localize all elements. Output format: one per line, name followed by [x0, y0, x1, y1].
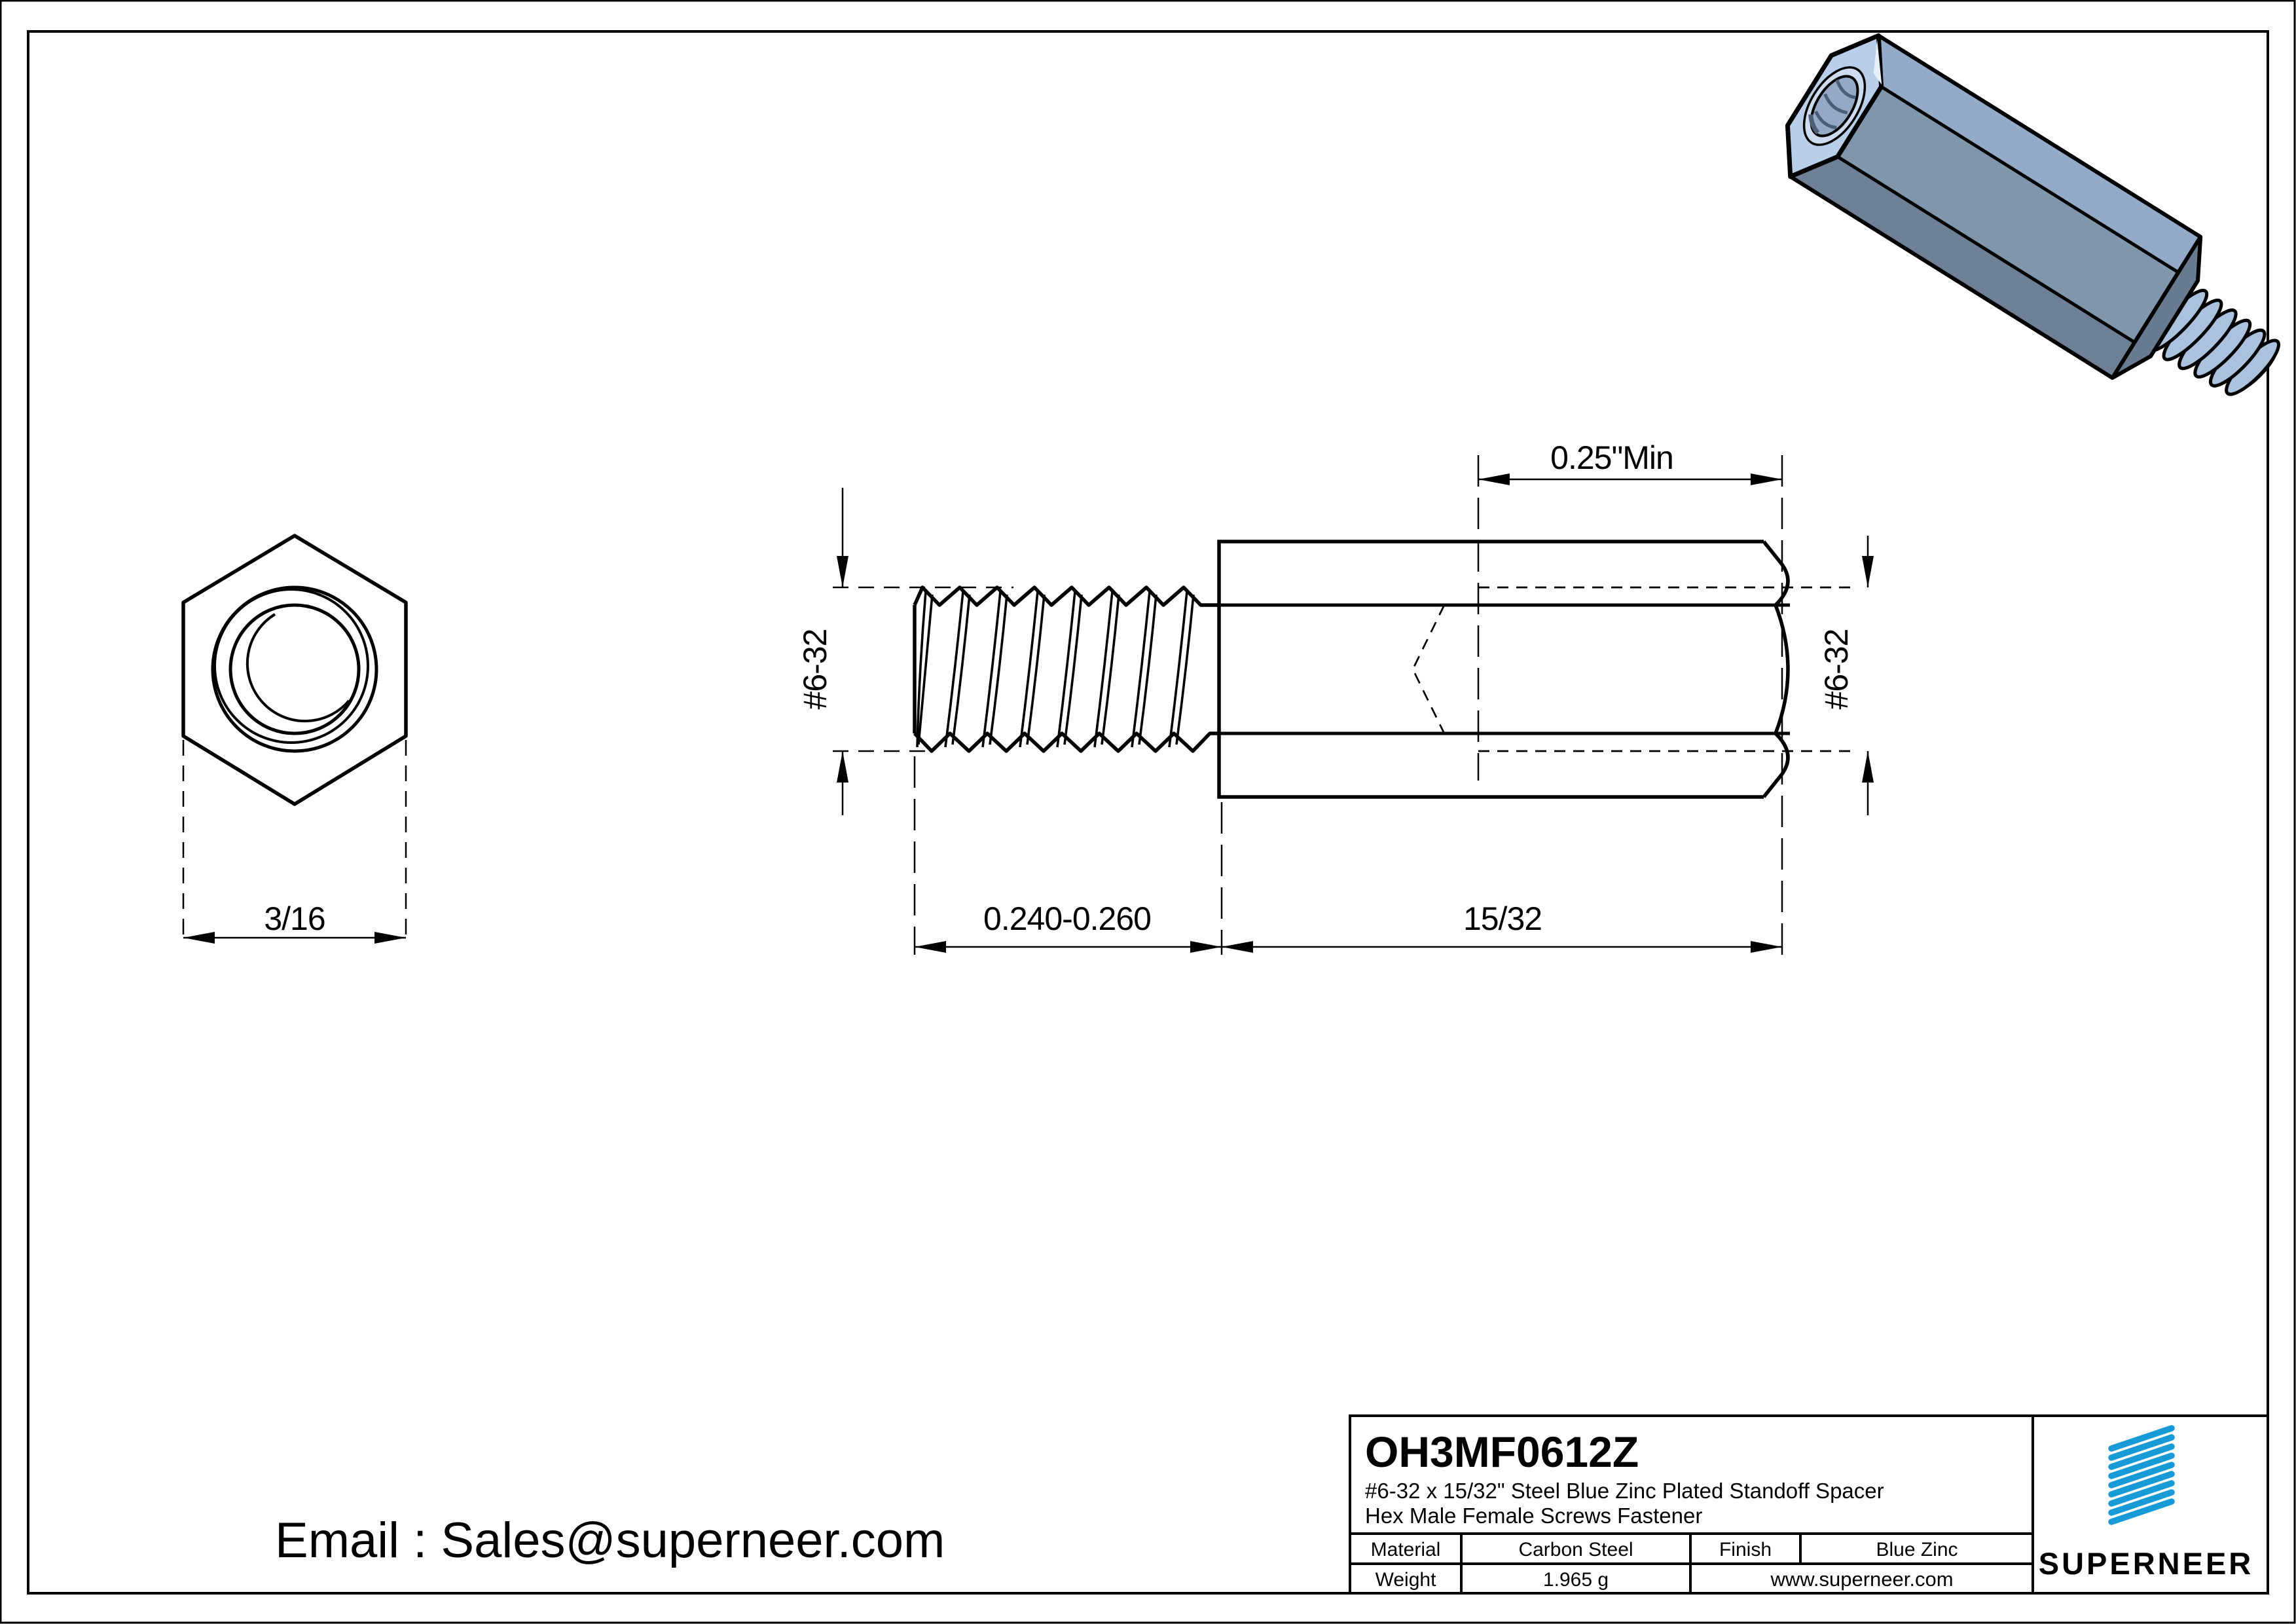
- side-view: 0.25"Min 0.240-0.260 15/32 #6-32 #6-32: [797, 439, 1874, 955]
- thread-bottom-profile: [913, 731, 1219, 753]
- arrow-down-icon: [1862, 556, 1874, 587]
- bore-lines: [1219, 603, 1790, 735]
- female-thread-label: #6-32: [1818, 629, 1855, 710]
- arrow-left-icon: [1478, 473, 1510, 485]
- render-body-outline: [1789, 33, 2203, 380]
- superneer-logo-stripes-icon: [2108, 1425, 2175, 1525]
- dim-male-thread: #6-32: [797, 488, 848, 815]
- arrow-up-icon: [837, 751, 848, 783]
- finish-label: Finish: [1719, 1539, 1772, 1560]
- email-line: Email : Sales@superneer.com: [275, 1513, 945, 1568]
- thread-depth-label: 0.25"Min: [1550, 439, 1673, 476]
- female-thread-hidden-lines: [1478, 586, 1857, 752]
- website-link[interactable]: www.superneer.com: [1770, 1568, 1953, 1591]
- arrow-left-icon: [183, 932, 215, 944]
- male-thread-label: #6-32: [797, 629, 833, 710]
- arrow-right-icon: [1751, 941, 1782, 953]
- dim-female-thread: #6-32: [1818, 536, 1874, 815]
- hex-end-view: 3/16: [181, 534, 408, 944]
- description-line2: Hex Male Female Screws Fastener: [1365, 1504, 1702, 1528]
- arrow-left-icon: [1222, 941, 1253, 953]
- material-value: Carbon Steel: [1518, 1539, 1633, 1560]
- thread-top-profile: [913, 585, 1219, 607]
- description-line1: #6-32 x 15/32" Steel Blue Zinc Plated St…: [1365, 1479, 1884, 1503]
- render-hole-threads: [1808, 79, 1856, 135]
- render-bottom-face: [1790, 157, 2135, 378]
- thread-hole-circle: [228, 603, 361, 735]
- part-number: OH3MF0612Z: [1365, 1428, 1639, 1476]
- hex-width-dim-label: 3/16: [264, 900, 325, 937]
- weight-value: 1.965 g: [1543, 1569, 1609, 1591]
- arrow-right-icon: [1190, 941, 1222, 953]
- superneer-logo: SUPERNEER: [2039, 1425, 2254, 1581]
- brand-name: SUPERNEER: [2039, 1546, 2254, 1581]
- finish-value: Blue Zinc: [1876, 1539, 1958, 1560]
- title-block: OH3MF0612Z #6-32 x 15/32" Steel Blue Zin…: [1349, 1414, 2269, 1595]
- dim-lengths: 0.240-0.260 15/32: [915, 900, 1782, 953]
- inner-frame: [27, 30, 2269, 1595]
- dim-thread-depth: 0.25"Min: [1478, 439, 1782, 485]
- weight-label: Weight: [1376, 1569, 1436, 1591]
- thread-minor-arc: [246, 613, 350, 723]
- title-block-grid: [1349, 1414, 2269, 1595]
- material-label: Material: [1371, 1539, 1441, 1560]
- extension-lines: [833, 455, 1783, 955]
- render-front-face: [1837, 86, 2179, 342]
- arrow-right-icon: [374, 932, 406, 944]
- drill-point-hidden: [1412, 604, 1446, 734]
- hex-extension-lines: [182, 740, 407, 944]
- arrow-down-icon: [837, 556, 848, 587]
- standoff-3d-render: [1785, 33, 2280, 396]
- hex-outline: [181, 534, 408, 806]
- stud-length-label: 0.240-0.260: [983, 900, 1151, 937]
- render-highlight: [1873, 40, 1882, 85]
- arrow-up-icon: [1862, 751, 1874, 783]
- render-stud-thread: [2147, 289, 2280, 396]
- chamfer-circle-inner: [213, 588, 369, 744]
- arrow-right-icon: [1751, 473, 1782, 485]
- body-right-chamfer: [1762, 540, 1790, 798]
- male-thread-stud: [913, 585, 1219, 753]
- body-length-label: 15/32: [1463, 900, 1542, 937]
- chamfer-circle: [211, 585, 378, 753]
- hex-body: [1217, 540, 1857, 799]
- arrow-left-icon: [915, 941, 946, 953]
- render-top-face: [1878, 35, 2201, 272]
- thread-flank-lines: [916, 591, 1195, 748]
